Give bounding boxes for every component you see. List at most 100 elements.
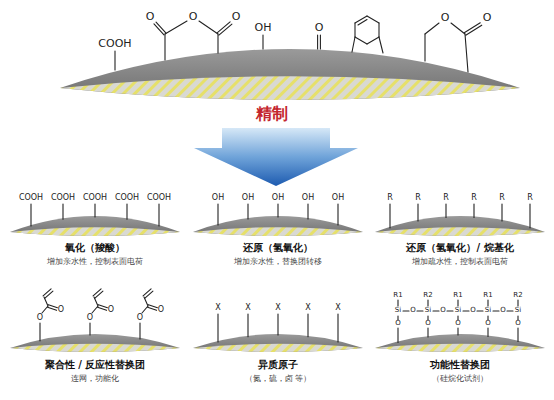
label-text: O bbox=[485, 320, 491, 328]
bond-line bbox=[148, 305, 157, 308]
bond-line bbox=[154, 24, 164, 35]
label-text: OH bbox=[255, 22, 272, 34]
bond-line bbox=[487, 328, 488, 337]
label-text: R bbox=[387, 194, 393, 203]
label-text: R1 bbox=[453, 292, 462, 300]
label-text: OH bbox=[212, 194, 224, 203]
bond-line bbox=[48, 307, 57, 310]
label-text: （硅烷化试剂） bbox=[432, 375, 488, 384]
bond-line bbox=[378, 23, 379, 37]
bond-line bbox=[417, 310, 423, 311]
bond-line bbox=[473, 204, 474, 217]
bond-line bbox=[247, 314, 248, 337]
bond-line bbox=[94, 204, 95, 217]
label-text: 聚合性 / 反应性替换团 bbox=[45, 359, 146, 370]
material-surface bbox=[375, 334, 545, 352]
label-text: COOH bbox=[19, 194, 43, 203]
bond-line bbox=[217, 204, 218, 225]
bond-line bbox=[457, 328, 458, 335]
bond-line bbox=[517, 328, 518, 342]
bond-line bbox=[277, 314, 278, 335]
label-text: O bbox=[425, 320, 431, 328]
label-text: Si bbox=[395, 307, 401, 315]
label-text: COOH bbox=[51, 194, 75, 203]
bond-line bbox=[139, 323, 140, 339]
label-text: O bbox=[108, 306, 114, 315]
bond-line bbox=[424, 34, 425, 61]
label-text: O bbox=[410, 307, 416, 315]
label-text: O bbox=[440, 307, 446, 315]
bond-line bbox=[397, 328, 398, 342]
bond-line bbox=[143, 289, 151, 296]
bond-line bbox=[507, 310, 513, 311]
label-text: O bbox=[146, 11, 155, 23]
label-text: COOH bbox=[115, 194, 139, 203]
bond-line bbox=[354, 23, 355, 37]
label-text: COOH bbox=[147, 194, 171, 203]
label-text: O bbox=[515, 320, 521, 328]
surface-hatch bbox=[375, 227, 545, 236]
material-surface bbox=[60, 49, 520, 100]
label-text: 增加亲水性，替换团转移 bbox=[234, 258, 322, 267]
label-text: Si bbox=[455, 307, 461, 315]
label-text: 异质原子 bbox=[258, 359, 298, 370]
bond-line bbox=[397, 300, 398, 306]
label-text: O bbox=[87, 314, 93, 323]
label-text: R bbox=[499, 194, 505, 203]
bond-line bbox=[337, 204, 338, 225]
bond-line bbox=[164, 34, 165, 60]
label-text: 增加疏水性，控制表面电荷 bbox=[412, 258, 508, 267]
label-text: OH bbox=[332, 194, 344, 203]
bond-line bbox=[39, 323, 40, 341]
label-text: O bbox=[315, 22, 324, 34]
bond-line bbox=[320, 35, 321, 49]
bond-line bbox=[247, 204, 248, 219]
label-text: 还原（氢氧化） bbox=[243, 242, 313, 253]
label-text: O bbox=[189, 11, 198, 23]
label-text: 还原（氢氧化）/ 烷基化 bbox=[406, 242, 513, 253]
bond-line bbox=[352, 37, 355, 52]
label-text: COOH bbox=[98, 38, 131, 50]
bond-line bbox=[493, 310, 499, 311]
label-text: Si bbox=[425, 307, 431, 315]
bond-line bbox=[457, 300, 458, 306]
bond-line bbox=[427, 300, 428, 306]
label-text: R bbox=[415, 194, 421, 203]
bond-line bbox=[317, 35, 318, 49]
bond-line bbox=[199, 21, 218, 34]
label-text: O bbox=[395, 320, 401, 328]
bond-line bbox=[487, 300, 488, 306]
label-text: 精制 bbox=[256, 105, 288, 123]
label-text: R1 bbox=[483, 292, 492, 300]
bond-line bbox=[217, 314, 218, 342]
bond-line bbox=[477, 310, 483, 311]
bond-line bbox=[307, 314, 308, 337]
label-text: O bbox=[500, 307, 506, 315]
bond-line bbox=[98, 305, 107, 308]
label-text: 连网，功能化 bbox=[71, 375, 119, 384]
bond-line bbox=[447, 310, 453, 311]
bond-line bbox=[379, 37, 383, 53]
surface-hatch bbox=[375, 344, 545, 352]
label-text: OH bbox=[272, 194, 284, 203]
label-text: R2 bbox=[423, 292, 432, 300]
bond-line bbox=[417, 204, 418, 221]
surface-hatch bbox=[10, 344, 180, 352]
bond-line bbox=[93, 289, 101, 296]
label-text: X bbox=[215, 304, 220, 313]
bond-line bbox=[463, 310, 469, 311]
surface-hatch bbox=[10, 227, 180, 236]
bond-line bbox=[30, 204, 31, 226]
bond-line bbox=[465, 34, 468, 72]
label-text: 氧化（羧酸） bbox=[65, 242, 125, 253]
label-text: X bbox=[275, 304, 280, 313]
label-text: O bbox=[455, 320, 461, 328]
bond-line bbox=[425, 23, 439, 34]
bond-line bbox=[217, 22, 230, 33]
bond-line bbox=[367, 37, 379, 44]
label-text: COOH bbox=[83, 194, 107, 203]
bond-line bbox=[358, 20, 367, 26]
label-text: R bbox=[443, 194, 449, 203]
surface-hatch bbox=[60, 76, 520, 100]
bond-line bbox=[464, 23, 480, 33]
